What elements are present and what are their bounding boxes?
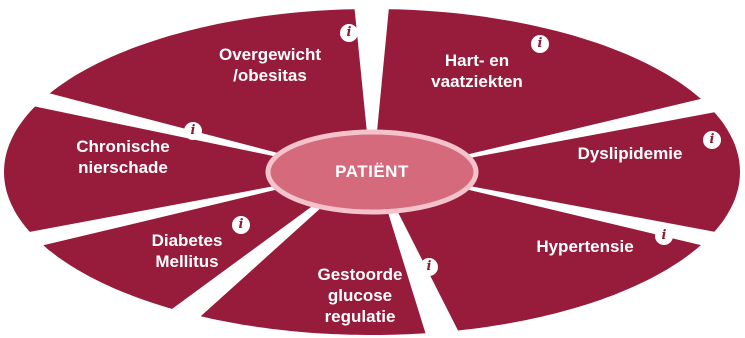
segment-label-diabetes-mellitus[interactable]: Diabetes Mellitus: [132, 230, 242, 272]
info-icon[interactable]: i: [703, 131, 721, 149]
segment-diabetes[interactable]: [43, 187, 320, 309]
segment-label-line: Chronische: [76, 137, 170, 156]
segment-label-chronische-nierschade[interactable]: Chronische nierschade: [48, 136, 198, 178]
segment-label-overgewicht[interactable]: Overgewicht /obesitas: [195, 44, 345, 86]
segment-dyslipidemie[interactable]: [461, 112, 740, 232]
segment-label-line: vaatziekten: [431, 72, 523, 91]
segment-label-dyslipidemie[interactable]: Dyslipidemie: [556, 143, 704, 164]
segment-hypertensie[interactable]: [394, 187, 701, 331]
segment-label-line: Dyslipidemie: [577, 144, 683, 163]
info-icon[interactable]: i: [655, 227, 673, 245]
info-icon[interactable]: i: [340, 24, 358, 42]
center-label: PATIËNT: [335, 162, 409, 181]
segment-overgewicht[interactable]: [49, 9, 368, 156]
segment-hart[interactable]: [376, 9, 701, 157]
segment-label-gestoorde-glucose-regulatie[interactable]: Gestoorde glucose regulatie: [300, 264, 420, 327]
segment-glucose[interactable]: [200, 202, 426, 335]
info-icon[interactable]: i: [420, 258, 438, 276]
segment-nierschade[interactable]: [4, 106, 285, 232]
info-icon[interactable]: i: [531, 35, 549, 53]
segment-label-line: nierschade: [78, 158, 168, 177]
segment-label-hart-en-vaatziekten[interactable]: Hart- en vaatziekten: [412, 50, 542, 92]
segment-label-line: glucose: [327, 286, 393, 305]
info-icon[interactable]: i: [184, 122, 202, 140]
center-ellipse: [265, 129, 479, 215]
segment-label-hypertensie[interactable]: Hypertensie: [516, 236, 654, 257]
segment-label-line: Diabetes: [151, 231, 223, 250]
segment-label-line: regulatie: [324, 307, 396, 326]
segment-label-line: Gestoorde: [317, 265, 403, 284]
segment-label-line: Overgewicht: [218, 45, 322, 64]
segment-label-line: Mellitus: [155, 252, 219, 271]
segment-label-line: Hart- en: [444, 51, 510, 70]
info-icon[interactable]: i: [232, 216, 250, 234]
segment-label-line: /obesitas: [233, 66, 307, 85]
segment-label-line: Hypertensie: [536, 237, 634, 256]
